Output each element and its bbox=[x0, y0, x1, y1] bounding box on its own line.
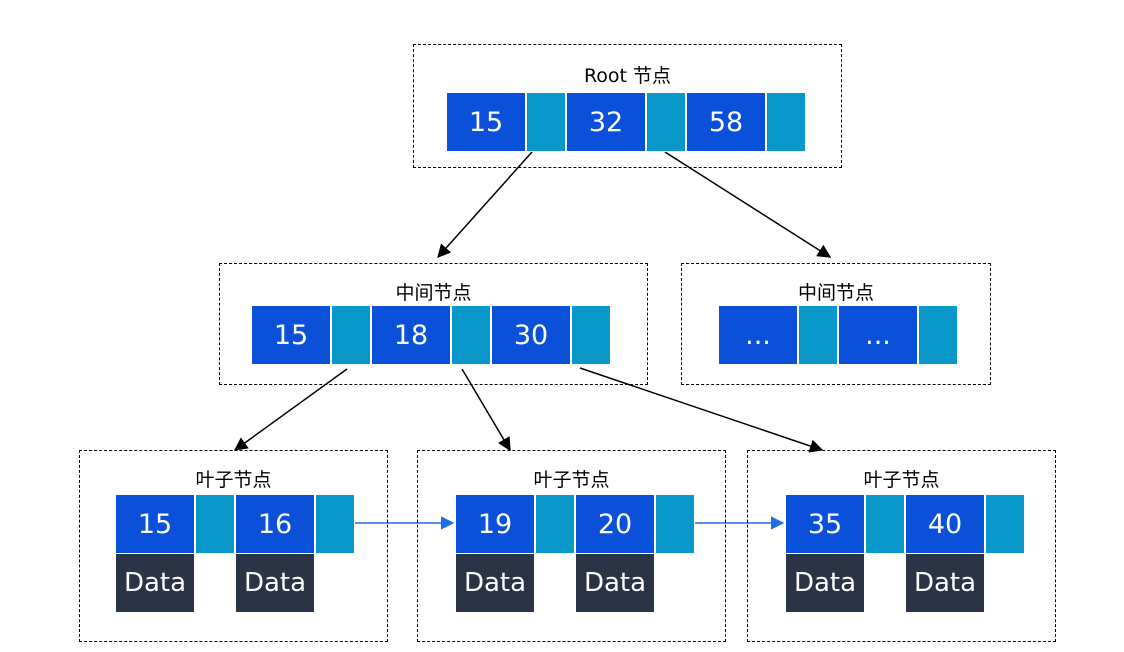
edge-root-to-internal-left bbox=[437, 151, 533, 259]
internal-left-cells: 15 18 30 bbox=[251, 305, 611, 365]
edge-internal-to-leaf-1 bbox=[233, 368, 348, 451]
leaf-1-data-1: Data bbox=[115, 553, 195, 613]
leaf-3-cells: 35 40 bbox=[785, 494, 1025, 554]
root-key-3: 58 bbox=[686, 92, 766, 152]
leaf-2-pointer-1 bbox=[535, 494, 575, 554]
leaf-3-next-pointer bbox=[985, 494, 1025, 554]
leaf-node-2: 叶子节点 19 20 Data Data bbox=[417, 450, 726, 642]
leaf-2-cells: 19 20 bbox=[455, 494, 695, 554]
leaf-1-key-1: 15 bbox=[115, 494, 195, 554]
root-node: Root 节点 15 32 58 bbox=[413, 44, 842, 168]
internal-left-key-2: 18 bbox=[371, 305, 451, 365]
leaf-2-title: 叶子节点 bbox=[533, 469, 610, 491]
root-key-2: 32 bbox=[566, 92, 646, 152]
internal-right-key-2: ... bbox=[838, 305, 918, 365]
leaf-2-data-row: Data Data bbox=[455, 553, 655, 613]
internal-node-right: 中间节点 ... ... bbox=[681, 263, 991, 385]
internal-right-title: 中间节点 bbox=[797, 282, 874, 304]
leaf-2-key-2: 20 bbox=[575, 494, 655, 554]
leaf-1-data-2: Data bbox=[235, 553, 315, 613]
leaf-2-key-1: 19 bbox=[455, 494, 535, 554]
leaf-1-cells: 15 16 bbox=[115, 494, 355, 554]
root-pointer-1 bbox=[526, 92, 566, 152]
internal-left-pointer-3 bbox=[571, 305, 611, 365]
leaf-3-data-1: Data bbox=[785, 553, 865, 613]
leaf-3-key-1: 35 bbox=[785, 494, 865, 554]
root-node-title: Root 节点 bbox=[583, 65, 672, 87]
internal-right-pointer-1 bbox=[798, 305, 838, 365]
internal-left-pointer-2 bbox=[451, 305, 491, 365]
leaf-3-key-2: 40 bbox=[905, 494, 985, 554]
edge-root-to-internal-right bbox=[664, 151, 832, 258]
leaf-3-data-2: Data bbox=[905, 553, 985, 613]
leaf-1-data-row: Data Data bbox=[115, 553, 315, 613]
internal-right-pointer-2 bbox=[918, 305, 958, 365]
leaf-1-key-2: 16 bbox=[235, 494, 315, 554]
leaf-1-next-pointer bbox=[315, 494, 355, 554]
leaf-3-data-row: Data Data bbox=[785, 553, 985, 613]
leaf-2-data-1: Data bbox=[455, 553, 535, 613]
internal-left-key-3: 30 bbox=[491, 305, 571, 365]
internal-right-key-1: ... bbox=[718, 305, 798, 365]
root-pointer-2 bbox=[646, 92, 686, 152]
leaf-3-pointer-1 bbox=[865, 494, 905, 554]
leaf-node-3: 叶子节点 35 40 Data Data bbox=[747, 450, 1056, 642]
root-key-1: 15 bbox=[446, 92, 526, 152]
leaf-1-pointer-1 bbox=[195, 494, 235, 554]
leaf-2-data-2: Data bbox=[575, 553, 655, 613]
root-cells: 15 32 58 bbox=[446, 92, 806, 152]
edge-internal-to-leaf-2 bbox=[461, 368, 511, 452]
leaf-1-title: 叶子节点 bbox=[195, 469, 272, 491]
leaf-node-1: 叶子节点 15 16 Data Data bbox=[79, 450, 388, 642]
edge-internal-to-leaf-3 bbox=[579, 367, 824, 453]
internal-left-title: 中间节点 bbox=[395, 282, 472, 304]
internal-right-cells: ... ... bbox=[718, 305, 958, 365]
internal-left-pointer-1 bbox=[331, 305, 371, 365]
internal-node-left: 中间节点 15 18 30 bbox=[219, 263, 648, 385]
root-pointer-3 bbox=[766, 92, 806, 152]
leaf-3-title: 叶子节点 bbox=[863, 469, 940, 491]
internal-left-key-1: 15 bbox=[251, 305, 331, 365]
leaf-2-next-pointer bbox=[655, 494, 695, 554]
